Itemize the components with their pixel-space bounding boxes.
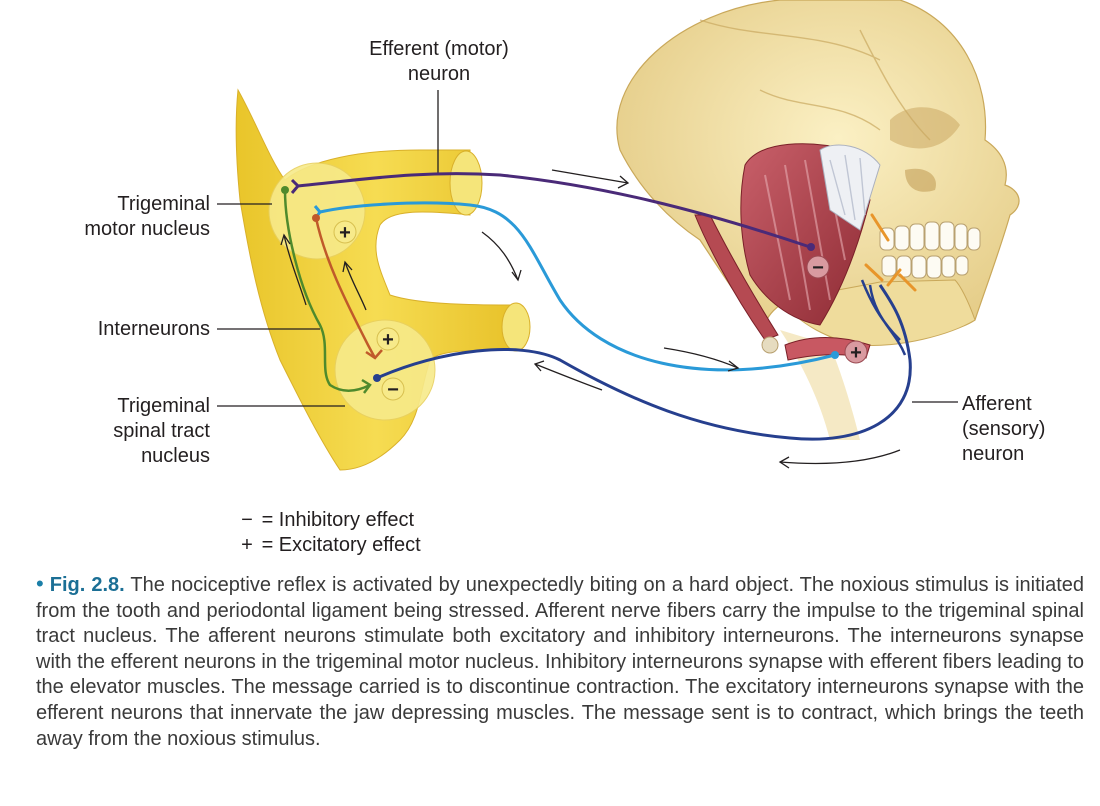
legend-excitatory: + = Excitatory effect (238, 533, 421, 558)
trigeminal-spinal-tract-nucleus-label: Trigeminal spinal tract nucleus (113, 395, 210, 467)
figure-caption: • Fig. 2.8. The nociceptive reflex is ac… (36, 571, 1084, 803)
svg-text:+: + (382, 329, 394, 351)
trigeminal-motor-nucleus (268, 162, 366, 260)
svg-text:+: + (850, 342, 862, 364)
excitatory-badge-depressor-muscle: + (844, 340, 868, 364)
interneurons-label: Interneurons (97, 318, 210, 340)
inhibitory-badge-spinal-nucleus: − (381, 377, 405, 401)
inhibitory-badge-elevator-muscle: − (806, 255, 830, 279)
legend-inhibitory: − = Inhibitory effect (238, 508, 421, 533)
caption-text: The nociceptive reflex is activated by u… (36, 574, 1085, 750)
legend: − = Inhibitory effect + = Excitatory eff… (238, 508, 421, 558)
teeth (879, 221, 981, 279)
legend-symbol-plus: + (241, 534, 253, 556)
legend-symbol-minus: − (241, 509, 253, 531)
efferent-motor-neuron-label: Efferent (motor) neuron (369, 38, 509, 85)
legend-text-excitatory: = Excitatory effect (261, 534, 421, 556)
excitatory-badge-motor-nucleus: + (333, 220, 357, 244)
afferent-sensory-neuron-label: Afferent (sensory) neuron (962, 393, 1046, 465)
svg-text:−: − (387, 379, 399, 401)
trigeminal-motor-nucleus-label: Trigeminal motor nucleus (84, 193, 210, 240)
efferent-motor-neuron (297, 172, 811, 249)
legend-text-inhibitory: = Inhibitory effect (261, 509, 415, 531)
label-pointer-lines (217, 90, 958, 407)
bullet-icon: • (36, 571, 44, 596)
svg-text:−: − (812, 257, 824, 279)
afferent-neuron (376, 284, 912, 441)
inhibitory-interneuron (283, 189, 371, 392)
excitatory-interneuron (314, 217, 377, 359)
efferent-depressor-neuron (319, 201, 836, 372)
direction-arrows (280, 169, 901, 469)
figure-number: Fig. 2.8. (49, 574, 125, 596)
trigeminal-spinal-tract-nucleus (334, 319, 436, 421)
svg-text:+: + (339, 222, 351, 244)
excitatory-badge-spinal-nucleus: + (376, 327, 400, 351)
nociceptive-reflex-diagram: + + − − + (217, 0, 1020, 471)
stimulus-marks (864, 213, 917, 292)
